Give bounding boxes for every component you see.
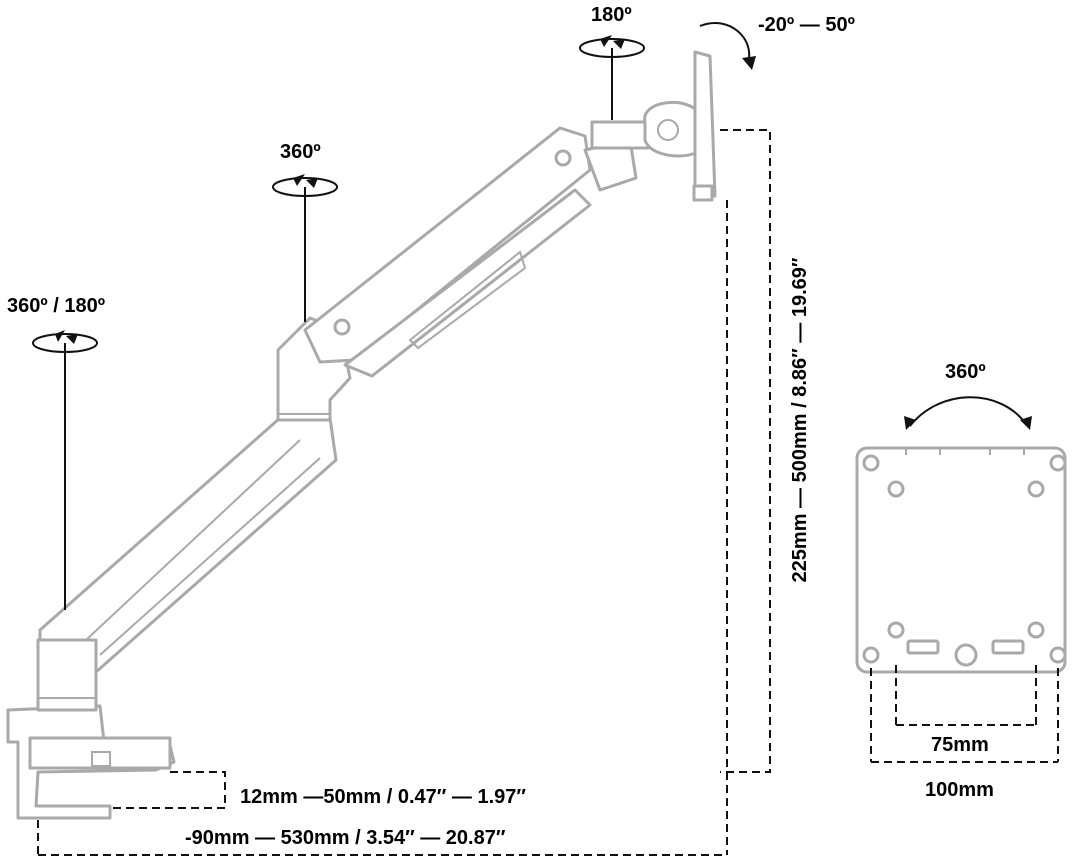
lower-arm-rotation-label: 360º	[280, 141, 321, 163]
vesa-hole	[1027, 480, 1045, 498]
tilt-indicator	[699, 22, 756, 70]
rotate-arrow-icon	[1020, 416, 1032, 430]
vesa-plate	[855, 446, 1067, 674]
monitor-mount-plate	[693, 50, 717, 200]
vesa-hole	[887, 480, 905, 498]
monitor-arm-illustration	[6, 50, 717, 820]
vesa-large-label: 100mm	[925, 779, 994, 801]
base-rotation-indicator	[32, 330, 98, 610]
rotate-arrow-icon	[613, 39, 625, 49]
vesa-slot	[991, 639, 1025, 655]
swivel-collar	[590, 120, 650, 150]
vesa-hole	[862, 646, 880, 664]
vesa-plate-diagram	[855, 396, 1067, 763]
clamp-knob	[91, 751, 111, 767]
vesa-hole	[862, 454, 880, 472]
tilt-range-label: -20º — 50º	[758, 14, 855, 36]
vesa-hole	[1049, 454, 1067, 472]
vesa-center-knob	[954, 643, 978, 667]
tilt-head	[643, 100, 702, 158]
vesa-small-label: 75mm	[931, 734, 989, 756]
rotate-arrow-icon	[904, 416, 916, 430]
base-column	[36, 638, 98, 712]
vesa-hole	[887, 621, 905, 639]
rotation-indicators	[32, 22, 756, 610]
vesa-rotation-label: 360º	[945, 361, 986, 383]
lower-arm-rotation-indicator	[272, 174, 338, 322]
vesa-rotation-arc	[909, 396, 1027, 427]
base-rotation-label: 360º / 180º	[7, 295, 106, 317]
upper-arm	[303, 126, 592, 364]
dimension-lines	[37, 129, 771, 856]
reach-label: -90mm — 530mm / 3.54″ — 20.87″	[185, 827, 506, 849]
tilt-arrow-icon	[742, 56, 756, 70]
tilt-pivot-rotation-label: 180º	[591, 4, 632, 26]
rotate-arrow-icon	[293, 174, 305, 186]
vesa-slot	[906, 639, 940, 655]
plate-latch	[692, 184, 714, 202]
height-range-label: 225mm — 500mm / 8.86″ — 19.69″	[789, 257, 811, 583]
rotate-arrow-icon	[306, 178, 318, 188]
clamp-thickness-label: 12mm —50mm / 0.47″ — 1.97″	[240, 786, 526, 808]
vesa-hole	[1027, 621, 1045, 639]
upper-arm-lower-rail	[343, 188, 592, 378]
rotate-arrow-icon	[55, 330, 65, 342]
arm-pivot-screw-icon	[554, 149, 572, 167]
rotate-arrow-icon	[66, 334, 78, 344]
head-rotation-indicator	[579, 35, 645, 120]
rotate-arrow-icon	[600, 35, 612, 47]
arm-adjust-screw-icon	[333, 318, 351, 336]
vesa-hole	[1049, 646, 1067, 664]
